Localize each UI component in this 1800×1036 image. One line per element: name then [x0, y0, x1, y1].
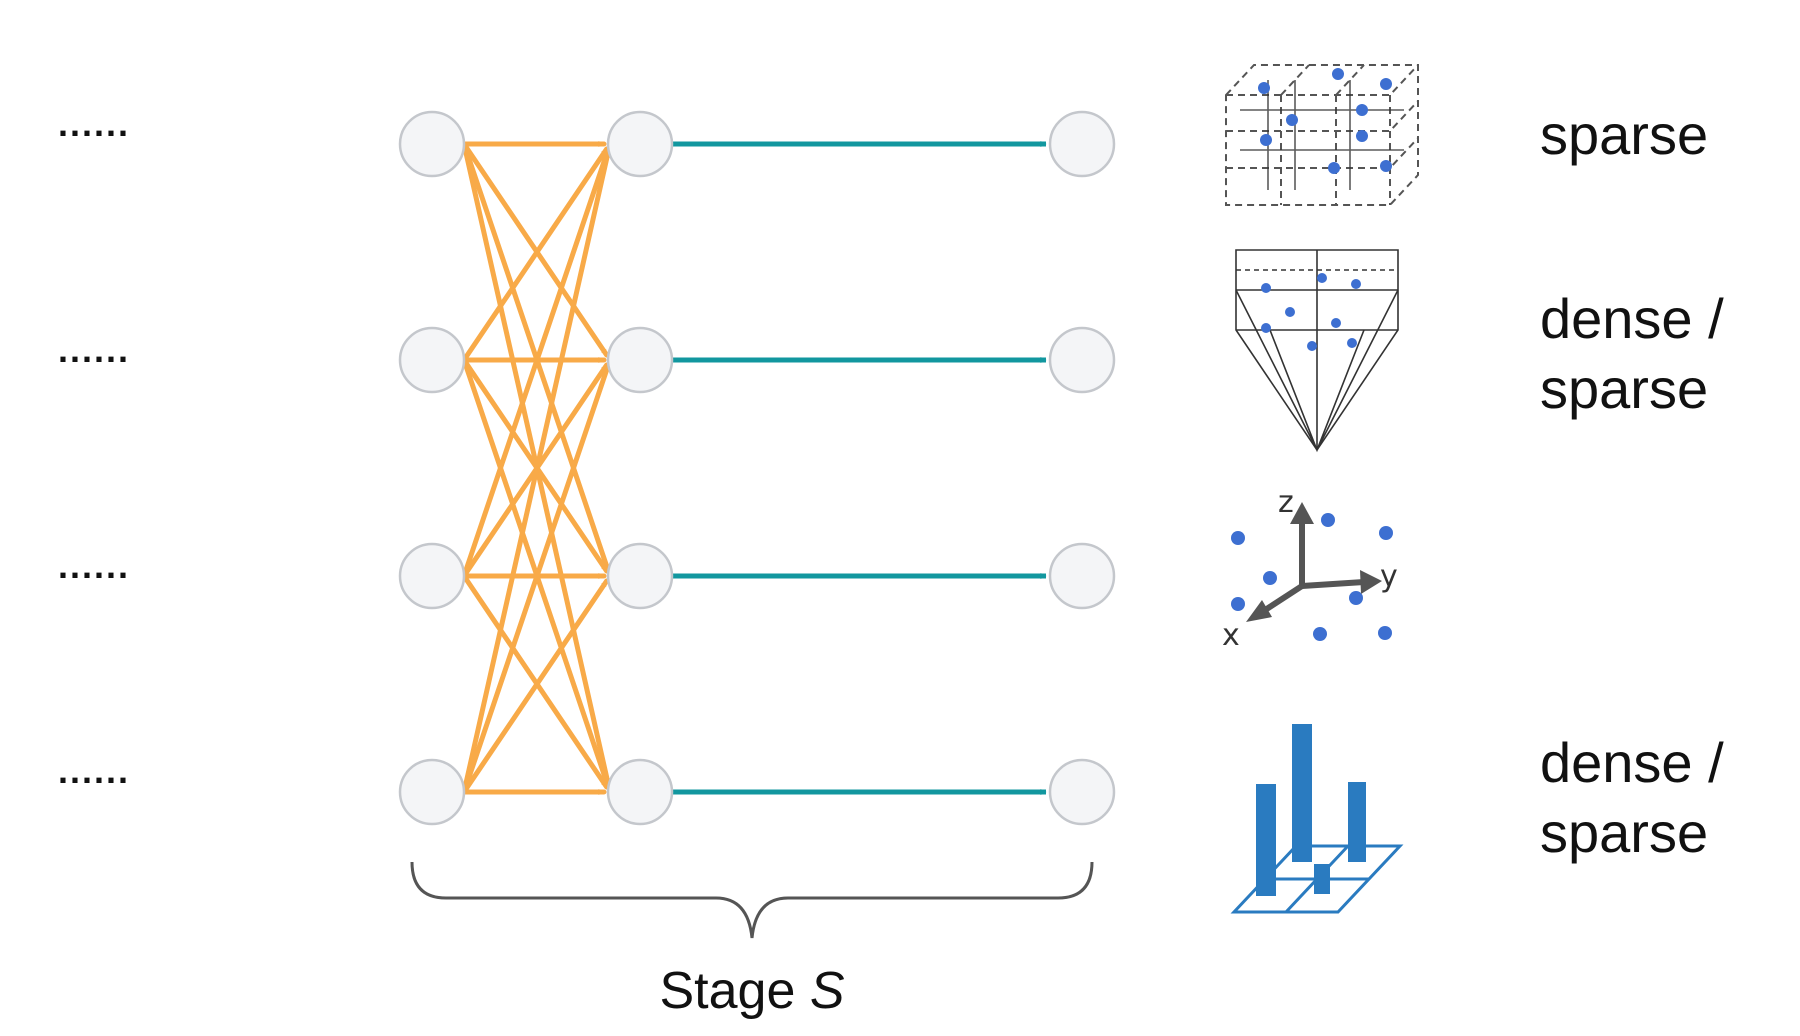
stage-label-prefix: Stage — [659, 962, 809, 1020]
stage-brace — [410, 861, 1094, 939]
network-node — [398, 326, 466, 394]
point-cloud-icon: z y x — [1222, 485, 1398, 653]
representation-label-line: sparse — [1540, 357, 1708, 420]
network-node — [606, 326, 674, 394]
axis-label-x: x — [1222, 618, 1240, 653]
representation-label-line: dense / — [1540, 731, 1724, 794]
representation-label-line: sparse — [1540, 801, 1708, 864]
connection-arrow — [461, 573, 610, 790]
connection-arrow — [461, 363, 611, 795]
network-node — [1048, 326, 1116, 394]
connections — [461, 141, 1047, 795]
network-node — [398, 758, 466, 826]
frustum-icon — [1235, 249, 1399, 453]
nodes — [398, 110, 1116, 826]
representation-label: sparse — [1540, 103, 1708, 166]
axis-label-y: y — [1380, 559, 1398, 594]
row-ellipsis: ...... — [58, 545, 130, 586]
network-node — [606, 110, 674, 178]
representation-label-line: sparse — [1540, 103, 1708, 166]
row-ellipsis: ...... — [58, 329, 130, 370]
bev-bar-chart-icon — [1230, 724, 1404, 914]
representation-label-line: dense / — [1540, 287, 1724, 350]
network-node — [398, 110, 466, 178]
stage-label: Stage S — [659, 962, 844, 1020]
network-node — [1048, 110, 1116, 178]
network-node — [606, 542, 674, 610]
axis-label-z: z — [1278, 485, 1294, 520]
row-ellipsis: ...... — [58, 103, 130, 144]
connection-arrow — [461, 141, 610, 358]
connection-arrow — [461, 578, 610, 795]
representation-label: dense / sparse — [1540, 287, 1724, 420]
connection-arrow — [461, 146, 610, 363]
stage-variable: S — [810, 962, 845, 1020]
connection-arrow — [461, 147, 611, 579]
representation-label: dense / sparse — [1540, 731, 1724, 864]
network-node — [398, 542, 466, 610]
row-ellipsis: ...... — [58, 750, 130, 791]
connection-arrow — [461, 147, 612, 795]
voxel-grid-icon — [1225, 64, 1419, 206]
network-node — [1048, 758, 1116, 826]
network-node — [1048, 542, 1116, 610]
network-node — [606, 758, 674, 826]
